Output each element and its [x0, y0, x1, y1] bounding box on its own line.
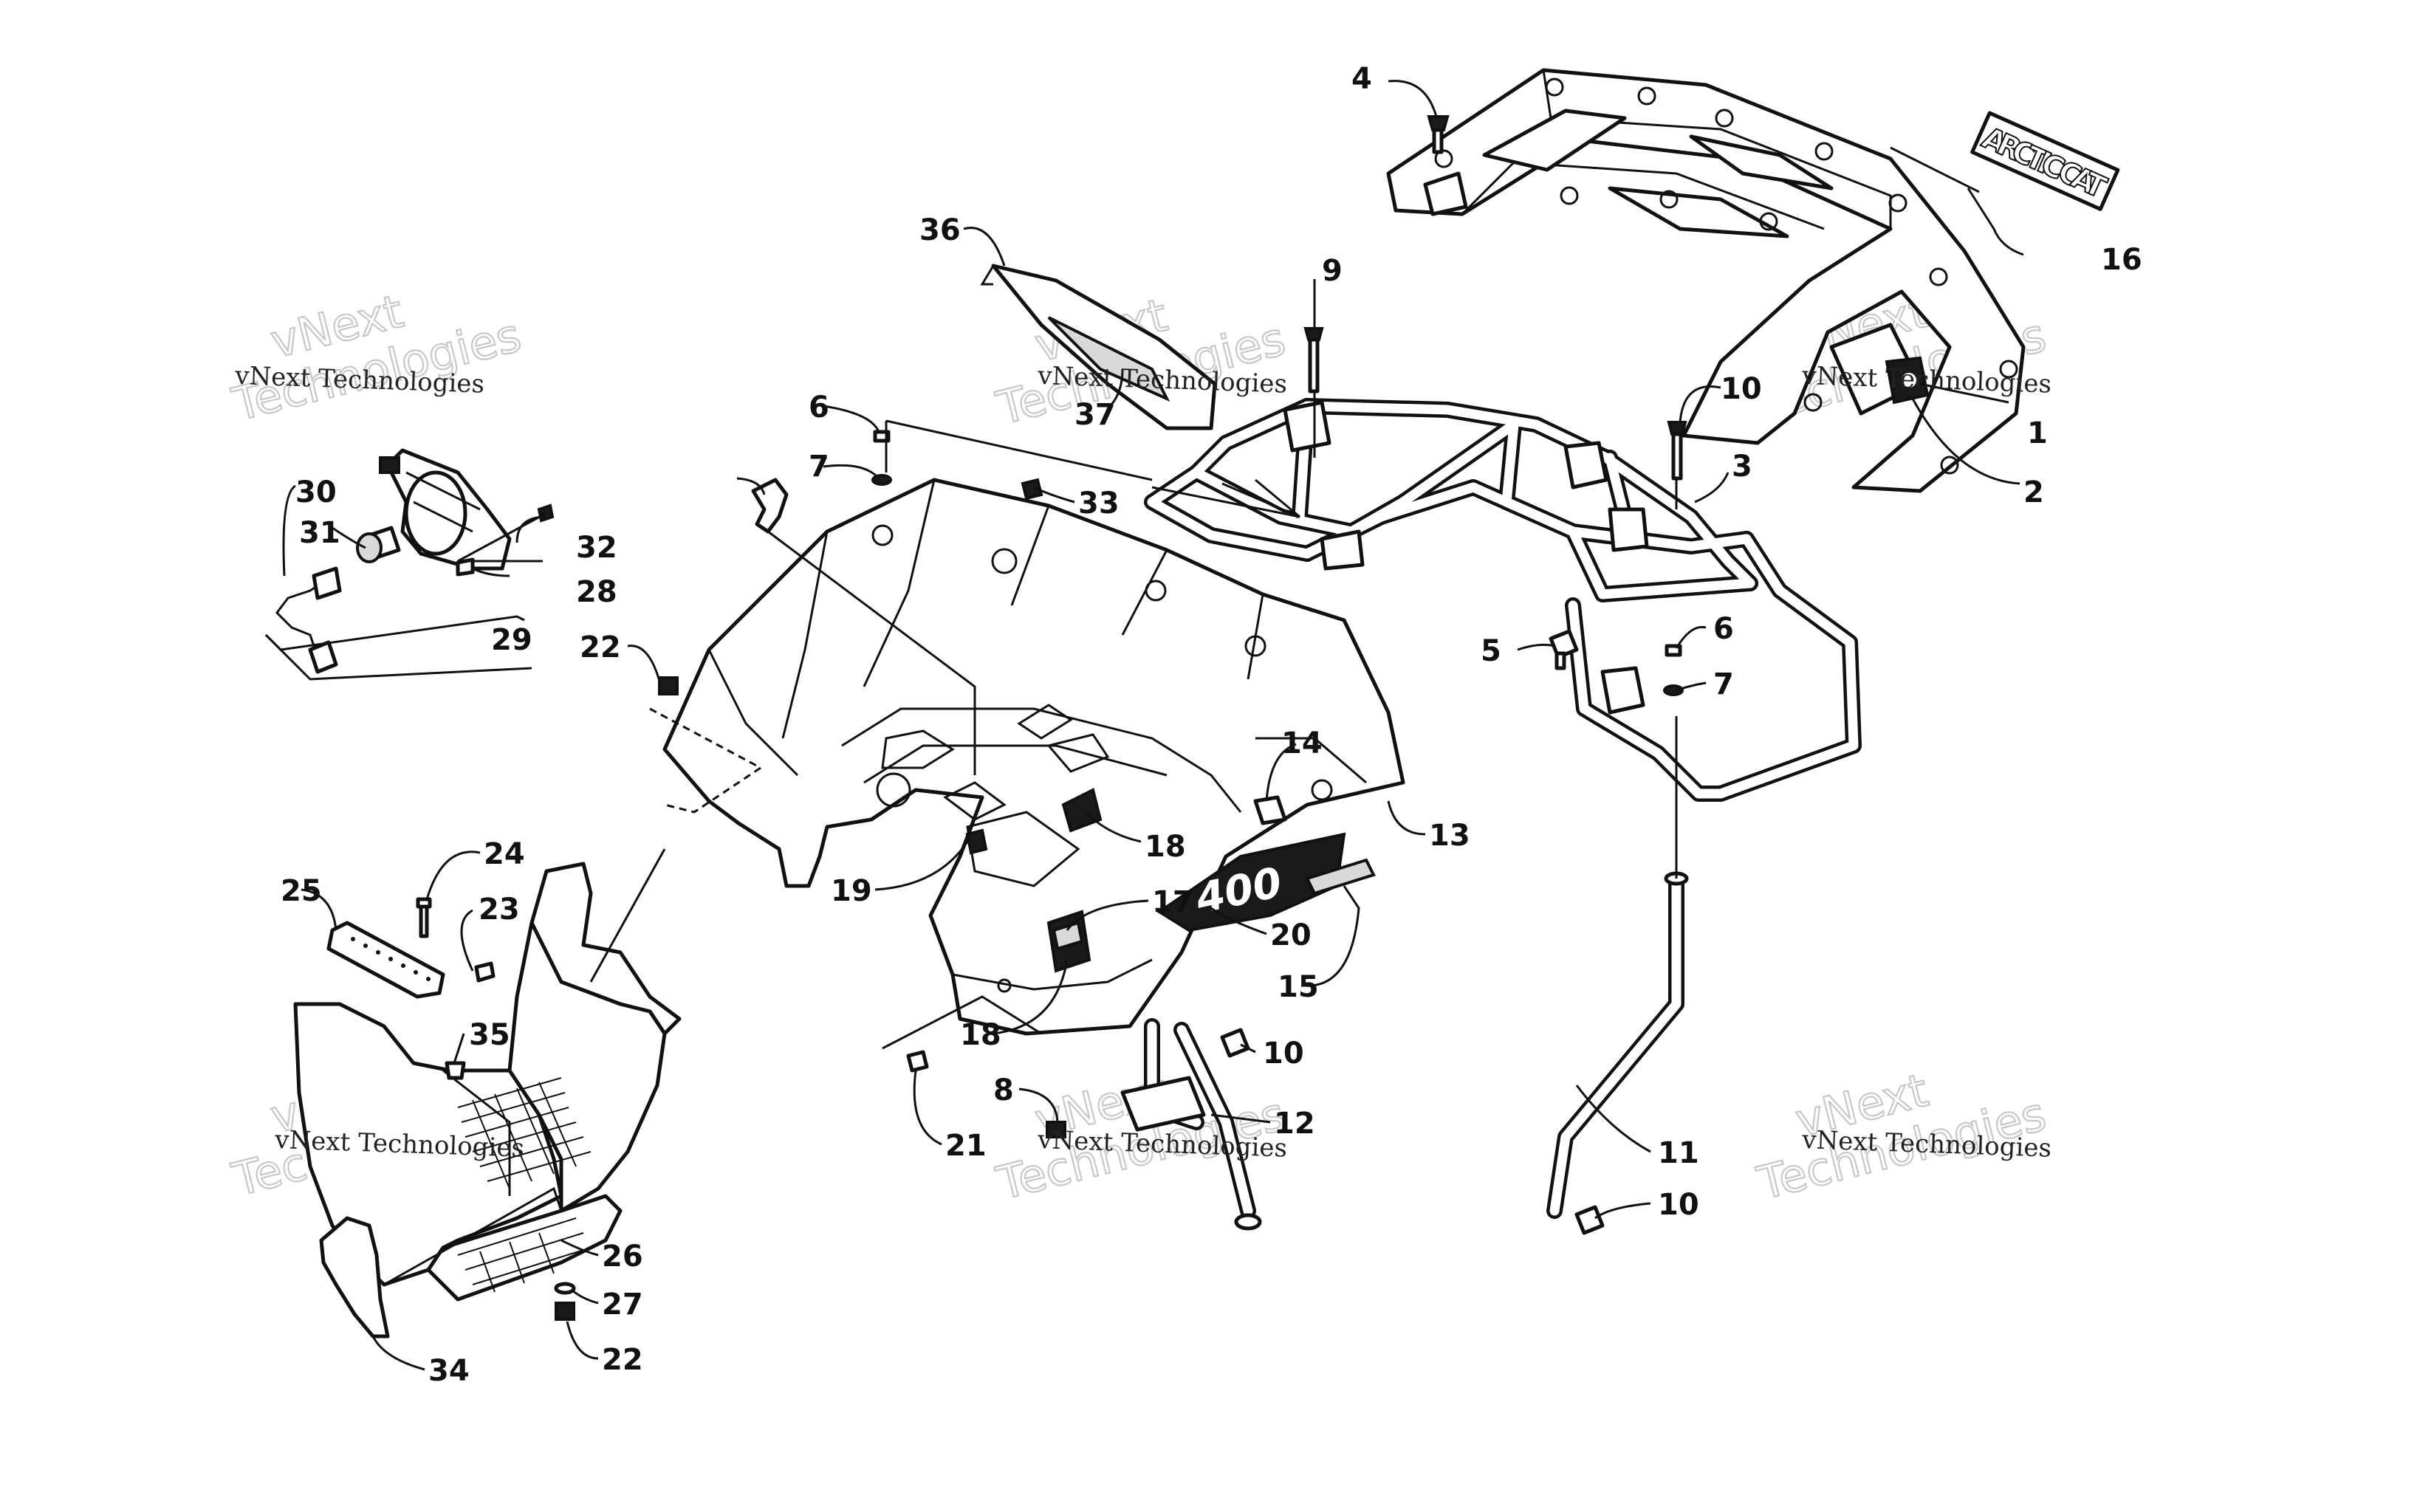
- rear-fender-part-13: [662, 478, 1405, 1036]
- washer-part-7-left: [871, 474, 892, 486]
- callout-6-right: 6: [1713, 612, 1734, 646]
- callout-14: 14: [1281, 726, 1323, 760]
- bolt-part-5: [1549, 629, 1579, 670]
- bolt-part-9: [1303, 327, 1324, 394]
- support-bracket-part-12: [1120, 1018, 1262, 1231]
- washer-part-7-right: [1663, 684, 1684, 696]
- mud-flap-part-34: [319, 1216, 390, 1339]
- bolt-part-10-top: [1667, 421, 1687, 481]
- callout-17: 18: [960, 1018, 1001, 1052]
- clip-part-37: [751, 478, 789, 534]
- callout-12: 12: [1274, 1107, 1315, 1141]
- nut-part-8: [1046, 1121, 1066, 1138]
- callout-5: 5: [1481, 634, 1501, 668]
- callout-10-top: 10: [1721, 372, 1762, 406]
- callout-30: 30: [295, 475, 337, 509]
- callout-22-bottom: 22: [602, 1343, 643, 1377]
- callouts: 4 16 1 2 10 9 3 5 6 7 36 37 6 7 33 22 13…: [281, 62, 2142, 1388]
- bolt-part-4: [1427, 115, 1450, 154]
- callout-35: 36: [919, 213, 961, 247]
- callout-26: 26: [602, 1240, 643, 1274]
- wire-harness-part-30: [275, 574, 333, 658]
- pushpin-part-18-left: [965, 828, 988, 855]
- bolt-part-24: [416, 897, 432, 938]
- callout-27: 27: [602, 1288, 643, 1322]
- watermark-6: vNext Technologies: [1751, 1062, 2051, 1212]
- callout-18-right: 18: [1145, 830, 1186, 864]
- callout-24: 24: [484, 837, 525, 871]
- clip-part-14: [1253, 795, 1287, 825]
- callout-leaders: [282, 80, 2024, 1371]
- callout-33: 35: [469, 1018, 510, 1052]
- footwell-part-26: [293, 862, 682, 1302]
- callout-25: 25: [281, 874, 322, 908]
- taillight-assembly: [275, 448, 555, 674]
- hardware: [416, 327, 1687, 1321]
- reference-lines: [264, 146, 1980, 1286]
- pin-part-33: [445, 1061, 466, 1080]
- bolt-part-21: [906, 1050, 929, 1073]
- brand-decal-part-20: ARCTIC CAT: [1970, 111, 2120, 211]
- callout-15: 15: [1278, 970, 1319, 1004]
- callout-6-left: 6: [809, 391, 829, 425]
- rack-frame-part-3: [1144, 398, 1862, 802]
- callout-2: 2: [2023, 475, 2044, 509]
- callout-3: 3: [1732, 450, 1752, 484]
- callout-36: 37: [1074, 398, 1116, 432]
- deflector-part-35: [980, 264, 1217, 430]
- callout-21: 21: [945, 1129, 987, 1163]
- callout-23: 23: [479, 893, 520, 927]
- clip-part-32: [1021, 478, 1043, 501]
- bolt-part-10-bottom: [1574, 1205, 1605, 1235]
- callout-31: 31: [299, 516, 340, 550]
- callout-32-fender: 33: [1078, 487, 1120, 520]
- callout-7-right: 7: [1713, 667, 1734, 701]
- bolt-part-10-mid: [1220, 1028, 1250, 1058]
- callout-18-left: 19: [831, 874, 872, 908]
- callout-9: 9: [1322, 254, 1343, 288]
- callout-16: 17: [1152, 885, 1193, 919]
- rear-rack-part-1: [1386, 68, 2026, 493]
- reflector-part-15: [1305, 858, 1376, 896]
- washer-part-27: [554, 1282, 576, 1295]
- callout-10-mid: 10: [1263, 1037, 1304, 1071]
- bolt-part-22-top: [658, 676, 679, 695]
- callout-19: 20: [1270, 918, 1312, 952]
- heel-plate-part-25: [326, 921, 445, 999]
- bolt-part-22-bottom: [555, 1302, 575, 1321]
- callout-4: 4: [1351, 62, 1372, 96]
- callout-11: 11: [1658, 1136, 1699, 1170]
- screw-part-23: [474, 961, 496, 983]
- callout-34: 34: [428, 1354, 470, 1388]
- callout-32-light: 32: [576, 531, 617, 565]
- callout-7-left: 7: [809, 450, 829, 484]
- callout-10-bottom: 10: [1658, 1188, 1699, 1222]
- watermark-1: vNext Technologies: [226, 284, 527, 433]
- pushpin-part-18-right: [1061, 788, 1103, 833]
- callout-20: 16: [2101, 243, 2142, 277]
- callout-22-top: 22: [580, 630, 621, 664]
- warning-labels-part-16-17: [1046, 910, 1091, 973]
- callout-29: 29: [491, 623, 532, 657]
- callout-1: 1: [2027, 416, 2048, 450]
- callout-13: 13: [1429, 819, 1470, 853]
- callout-28: 28: [576, 575, 617, 609]
- callout-8: 8: [993, 1073, 1014, 1107]
